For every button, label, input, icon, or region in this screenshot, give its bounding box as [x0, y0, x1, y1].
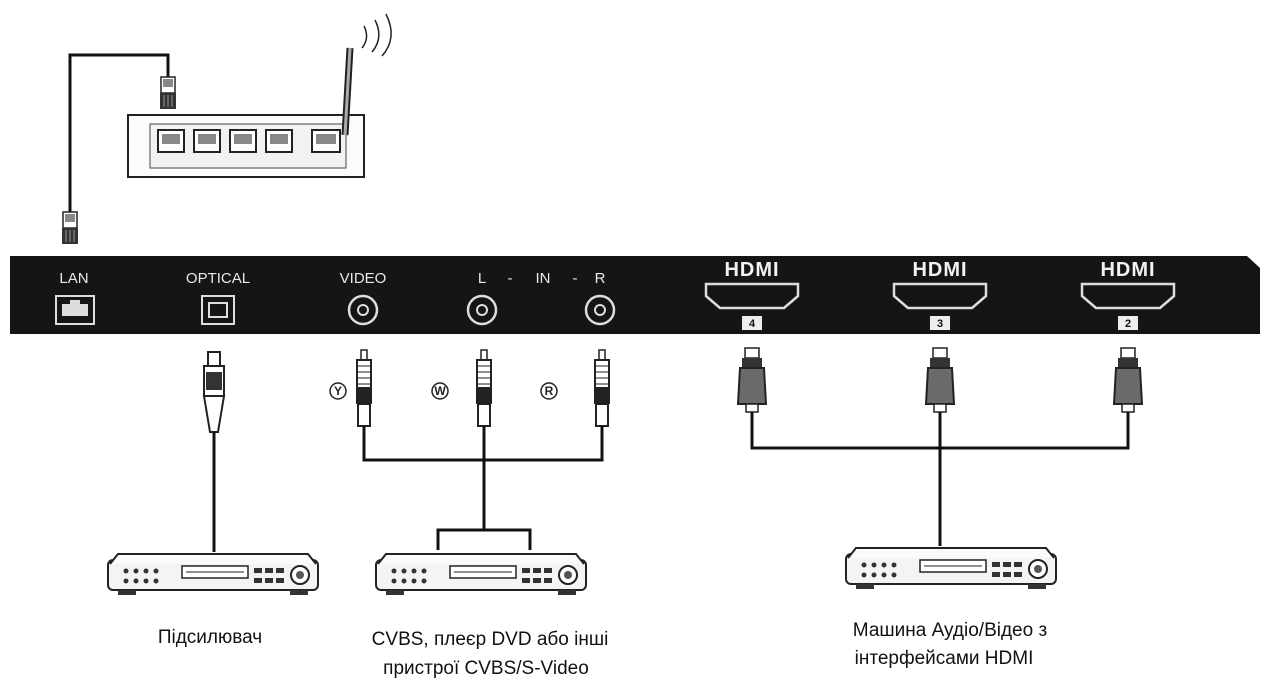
optical-port: [201, 295, 235, 325]
hdmi-plug-3: [925, 347, 955, 413]
port-label-audio-in: IN: [536, 270, 551, 287]
router-ports: [157, 129, 341, 153]
lan-rj45-plug: [61, 211, 79, 245]
hdmi-logo: HDMI: [1100, 259, 1155, 281]
amplifier-caption: Підсилювач: [158, 627, 262, 648]
hdmi-port-4: HDMI 4: [704, 259, 800, 330]
audio-l-jack: [466, 294, 498, 326]
audio-r-jack: [584, 294, 616, 326]
lan-cable: [68, 53, 170, 212]
hdmi-machine-caption-line2: інтерфейсами HDMI: [855, 648, 1034, 669]
hdmi-number: 2: [1125, 318, 1131, 330]
hdmi-logo: HDMI: [724, 259, 779, 281]
port-label-audio-l: L: [478, 270, 486, 287]
lan-port: [55, 295, 95, 325]
amplifier-device: [107, 553, 319, 596]
hdmi-port-3: HDMI 3: [892, 259, 988, 330]
rca-mark-yellow: Y: [329, 382, 347, 400]
port-label-sep-1: -: [508, 270, 513, 287]
port-label-sep-2: -: [573, 270, 578, 287]
port-label-audio-r: R: [595, 270, 606, 287]
tv-rear-panel: LAN OPTICAL VIDEO L - IN - R HDM: [10, 256, 1260, 334]
hdmi-number: 4: [749, 318, 756, 330]
hdmi-plug-2: [1113, 347, 1143, 413]
rca-plug-video: [354, 348, 374, 440]
optical-cable: [202, 351, 226, 552]
rca-to-player-cable: [436, 528, 532, 550]
wifi-signal-icon: [361, 25, 368, 49]
rca-plug-audio-r: [592, 348, 612, 440]
router: [127, 13, 392, 178]
rca-mark-red: R: [540, 382, 558, 400]
svg-text:Y: Y: [334, 384, 342, 398]
port-label-lan: LAN: [59, 270, 88, 287]
hdmi-machine-device: [845, 547, 1057, 590]
port-label-optical: OPTICAL: [186, 270, 250, 287]
hdmi-port-2: HDMI 2: [1080, 259, 1176, 330]
hdmi-number: 3: [937, 318, 943, 330]
svg-text:R: R: [545, 384, 554, 398]
hdmi-logo: HDMI: [912, 259, 967, 281]
cvbs-player-caption-line1: CVBS, плеєр DVD або інші: [372, 629, 609, 650]
port-label-video: VIDEO: [340, 270, 387, 287]
cvbs-player-caption-line2: пристрої CVBS/S-Video: [383, 658, 589, 679]
cvbs-player-device: [375, 553, 587, 596]
video-jack: [347, 294, 379, 326]
hdmi-plug-4: [737, 347, 767, 413]
hdmi-machine-caption-line1: Машина Аудіо/Відео з: [853, 620, 1047, 641]
router-rj45-plug: [159, 76, 177, 110]
svg-text:W: W: [434, 384, 446, 398]
rca-plug-audio-l: [474, 348, 494, 440]
rca-mark-white: W: [431, 382, 449, 400]
